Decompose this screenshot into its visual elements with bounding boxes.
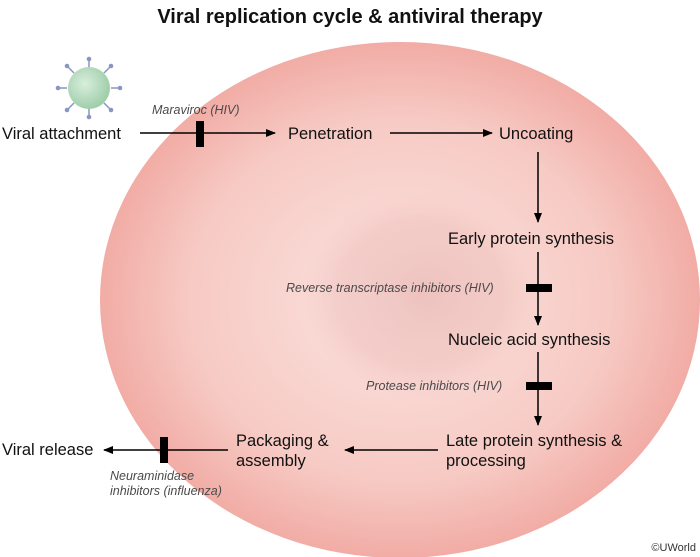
step-late-protein-synthesis: Late protein synthesis & processing (446, 431, 622, 471)
step-packaging-line2: assembly (236, 452, 306, 470)
drug-label-neuraminidase-line1: Neuraminidase (110, 469, 195, 483)
step-viral-release: Viral release (2, 441, 94, 459)
step-late-protein-line1: Late protein synthesis & (446, 432, 623, 450)
step-penetration: Penetration (288, 125, 373, 143)
step-packaging-assembly: Packaging & assembly (236, 431, 329, 471)
step-late-protein-line2: processing (446, 452, 526, 470)
step-viral-attachment: Viral attachment (2, 125, 121, 143)
inhibition-bar-protease (526, 382, 552, 390)
step-uncoating: Uncoating (499, 125, 574, 143)
drug-label-protease: Protease inhibitors (HIV) (366, 379, 503, 393)
step-early-protein-synthesis: Early protein synthesis (448, 230, 614, 248)
drug-label-rti: Reverse transcriptase inhibitors (HIV) (286, 281, 494, 295)
drug-label-neuraminidase-line2: inhibitors (influenza) (110, 484, 222, 498)
step-packaging-line1: Packaging & (236, 432, 329, 450)
step-nucleic-acid-synthesis: Nucleic acid synthesis (448, 331, 611, 349)
drug-label-maraviroc: Maraviroc (HIV) (152, 103, 240, 117)
inhibition-bar-maraviroc (196, 121, 204, 147)
diagram-title: Viral replication cycle & antiviral ther… (157, 6, 543, 28)
drug-label-neuraminidase: Neuraminidase inhibitors (influenza) (110, 469, 222, 499)
inhibition-bar-neuraminidase (160, 437, 168, 463)
virus-icon (55, 56, 123, 120)
cell-nucleus (300, 190, 540, 400)
inhibition-bar-rti (526, 284, 552, 292)
copyright-credit: ©UWorld (651, 542, 696, 554)
